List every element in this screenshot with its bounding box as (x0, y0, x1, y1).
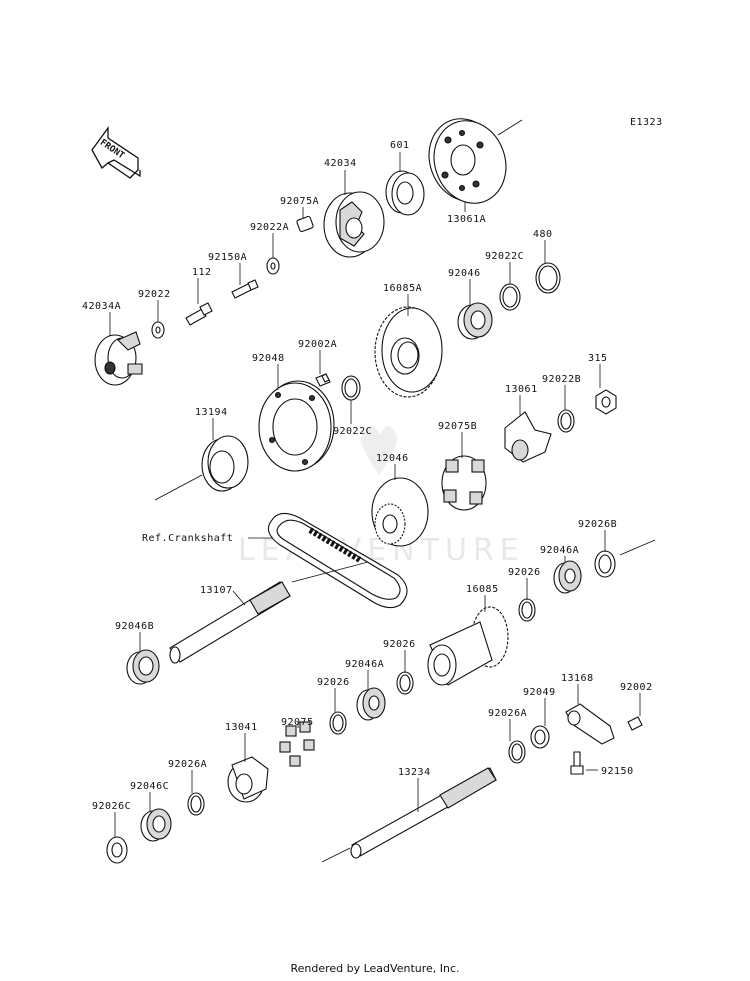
label-92022: 92022 (138, 289, 171, 300)
hub-42034A (94, 331, 143, 386)
label-92026A-l: 92026A (168, 759, 207, 770)
bolt-92150 (570, 751, 584, 775)
label-92049: 92049 (523, 687, 556, 698)
label-42034A: 42034A (82, 301, 121, 312)
bolt-92150A (231, 279, 259, 299)
washer-92022B (557, 409, 575, 433)
chain (267, 512, 408, 609)
label-92002: 92002 (620, 682, 653, 693)
label-92150: 92150 (601, 766, 634, 777)
shaft-13107 (169, 581, 291, 664)
label-92150A: 92150A (208, 252, 247, 263)
hub-13061 (504, 411, 552, 463)
damper-92075 (279, 721, 315, 767)
needle-bearing-92046A-r (553, 560, 582, 594)
bearing-13194 (201, 435, 249, 492)
label-13061A: 13061A (447, 214, 486, 225)
washer-92022C-mid (341, 375, 361, 401)
washer-92022C-top (499, 283, 521, 311)
washer-92026-m (396, 671, 414, 695)
bolt-92002A (315, 373, 331, 387)
gear-16085A (374, 306, 443, 398)
flange-13061A (428, 118, 507, 204)
front-arrow-icon: FRONT (91, 126, 141, 179)
bolt-112 (185, 302, 213, 326)
label-92026-r: 92026 (508, 567, 541, 578)
label-13194: 13194 (195, 407, 228, 418)
label-16085A: 16085A (383, 283, 422, 294)
label-480: 480 (533, 229, 553, 240)
label-92046C: 92046C (130, 781, 169, 792)
part-labels: 601 13061A 42034 92075A 92022A 92150A 11… (82, 140, 653, 812)
label-92046A-r: 92046A (540, 545, 579, 556)
label-13234: 13234 (398, 767, 431, 778)
washer-92026-r (518, 598, 536, 622)
label-92075B: 92075B (438, 421, 477, 432)
label-16085: 16085 (466, 584, 499, 595)
label-92026C-bot: 92026C (92, 801, 131, 812)
label-92075: 92075 (281, 717, 314, 728)
hub-13041 (227, 756, 269, 803)
washer-92026A-r (508, 740, 526, 764)
label-112: 112 (192, 267, 212, 278)
seal-92049 (530, 725, 550, 749)
label-92022B: 92022B (542, 374, 581, 385)
label-92026B: 92026B (578, 519, 617, 530)
circlip-480 (535, 262, 561, 294)
damper-92075A (296, 215, 314, 233)
label-13061: 13061 (505, 384, 538, 395)
sprocket-12046 (371, 477, 429, 547)
needle-bearing-92046 (457, 302, 493, 340)
needle-bearing-92046A-m (356, 687, 386, 721)
label-92046: 92046 (448, 268, 481, 279)
label-13107: 13107 (200, 585, 233, 596)
label-12046: 12046 (376, 453, 409, 464)
needle-bearing-92046C (140, 808, 172, 842)
arm-13168 (565, 703, 615, 745)
shaft-13234 (350, 767, 497, 859)
label-92002A: 92002A (298, 339, 337, 350)
label-92048: 92048 (252, 353, 285, 364)
leader-lines (109, 152, 641, 837)
label-601: 601 (390, 140, 410, 151)
label-92022C-mid: 92022C (333, 426, 372, 437)
plate-92048 (258, 380, 335, 472)
label-92026-l: 92026 (317, 677, 350, 688)
washer-92022A (266, 257, 280, 275)
nut-315 (595, 389, 617, 415)
washer-92022 (151, 321, 165, 339)
gear-16085 (427, 606, 509, 686)
label-92075A: 92075A (280, 196, 319, 207)
washer-92026-l (329, 711, 347, 735)
label-315: 315 (588, 353, 608, 364)
washer-92026B (594, 550, 616, 578)
washer-92026C-bot (106, 836, 128, 864)
bolt-92002 (627, 716, 643, 731)
label-13168: 13168 (561, 673, 594, 684)
clutch-42034 (323, 191, 385, 258)
damper-92075B (441, 455, 487, 511)
label-92046A-m: 92046A (345, 659, 384, 670)
footer-credit: Rendered by LeadVenture, Inc. (290, 962, 460, 975)
label-92046B: 92046B (115, 621, 154, 632)
label-13041: 13041 (225, 722, 258, 733)
label-92022C-top: 92022C (485, 251, 524, 262)
label-92026-m: 92026 (383, 639, 416, 650)
bearing-601 (385, 170, 425, 216)
label-92022A: 92022A (250, 222, 289, 233)
washer-92026A-l (187, 792, 205, 816)
label-crankshaft-ref: Ref.Crankshaft (142, 533, 233, 544)
diagram-code: E1323 (630, 117, 663, 128)
label-42034: 42034 (324, 158, 357, 169)
label-92026A-r: 92026A (488, 708, 527, 719)
needle-bearing-92046B (126, 649, 160, 685)
